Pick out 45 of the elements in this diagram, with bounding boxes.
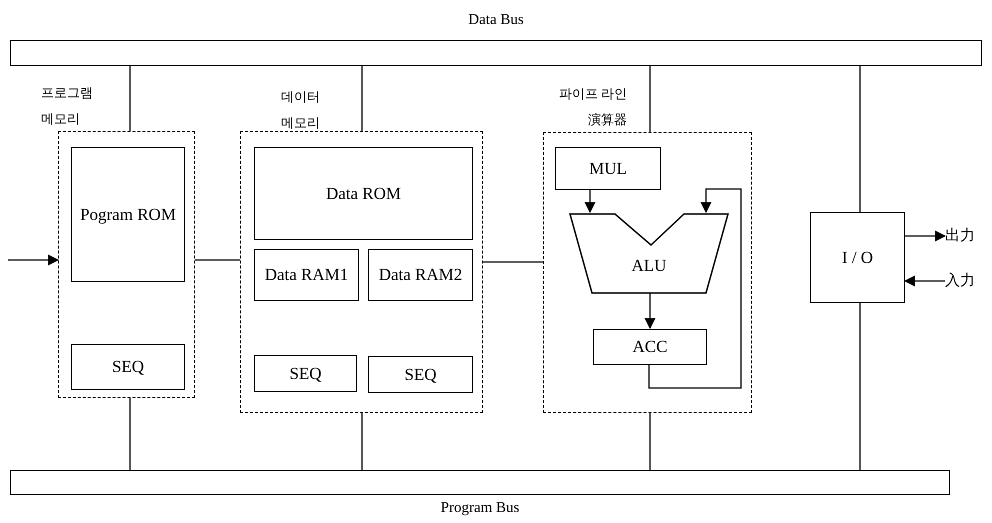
connector-line [859,303,861,470]
connector-line [129,66,131,131]
arrow [644,293,656,330]
ram-block [368,249,473,301]
group-heading: 데이터 메모리 [281,88,321,132]
block-label: Data RAM2 [378,264,464,286]
arrow [584,189,596,214]
connector-line [859,66,861,212]
bus-label: Program Bus [440,499,520,517]
connector-line [129,398,131,470]
block-label: SEQ [110,356,146,378]
input-label: 入力 [945,271,975,291]
connector-line [483,261,543,263]
sequencer-block [71,344,185,390]
block-label: Data RAM1 [264,264,350,286]
io-block [810,212,905,303]
group-heading: 프로그램 메모리 [41,84,94,128]
arrow [904,276,945,286]
sequencer-block [254,355,357,392]
multiplier-block [555,147,661,190]
connector-line [195,259,240,261]
block-label: SEQ [288,362,323,384]
block-label: Pogram ROM [79,204,177,226]
group-heading: 파이프 라인 演算器 [558,85,627,129]
ram-block [254,249,359,301]
alu-block [569,213,729,294]
output-label: 出力 [945,226,975,246]
accumulator-block [593,329,707,365]
block-label: ALU [632,254,666,276]
rom-block [254,147,473,240]
connector-line [361,66,363,131]
connector-line [649,66,651,132]
connector-line [649,413,651,470]
block-label: ACC [632,336,668,358]
arrow [8,254,60,266]
sequencer-block [368,356,473,393]
connector-line [361,413,363,470]
block-label: SEQ [403,364,438,386]
rom-block [71,147,185,282]
block-label: MUL [588,158,628,180]
bus-label: Data Bus [468,11,524,29]
arrow [905,230,946,242]
arrow [648,188,742,389]
block-label: I / O [840,246,874,268]
block-label: Data ROM [324,182,402,204]
